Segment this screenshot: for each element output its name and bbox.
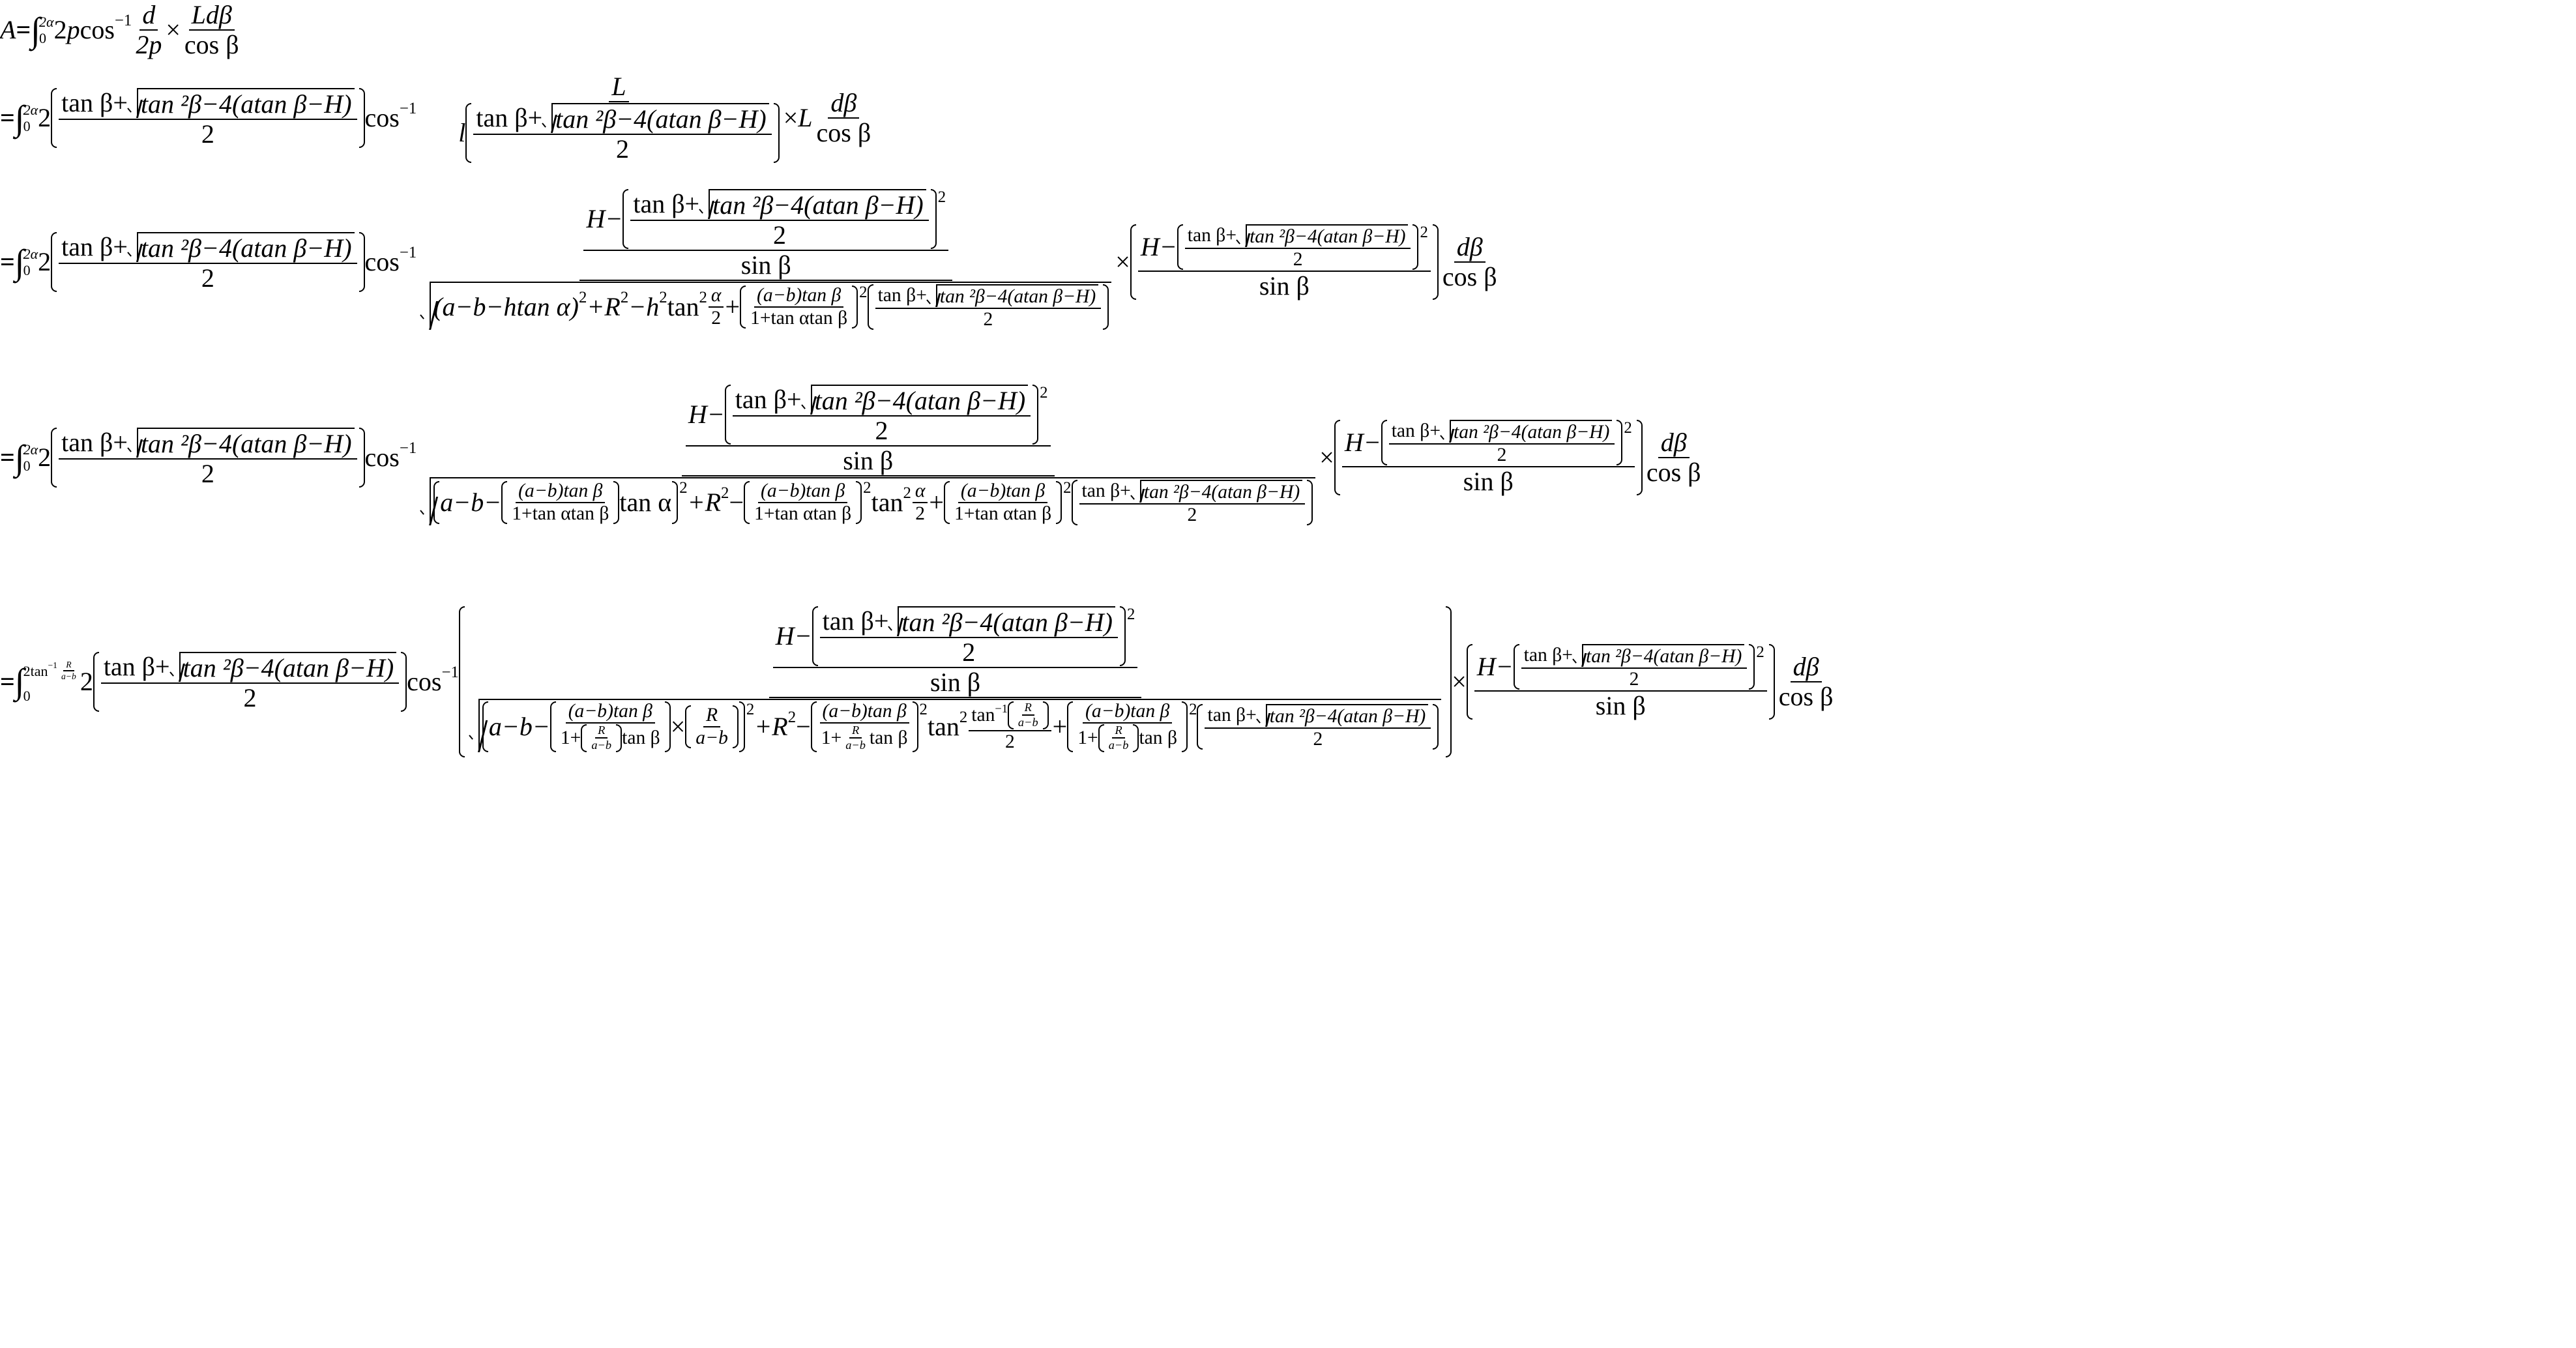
fraction-db-over-cosb: dβ cos β [816,88,871,147]
sqrt: tan ²β−4(atan β−H) [128,88,355,118]
inverse-exponent: −1 [114,12,132,30]
equals-sign: = [0,103,15,132]
fraction-Ldb-over-cosb: Ldβ cos β [184,0,239,59]
lower-limit: 0 [39,30,47,47]
coefficient: 2 [53,15,67,44]
fraction-L-over-l: L l tan β+tan ²β−4(atan β−H)2 [456,73,782,163]
var-p: p [66,15,80,44]
cos-function: cos [80,15,115,44]
paren-group: tan β+tan ²β−4(atan β−H) 2 [51,88,364,148]
upper-limit: 2α [39,13,54,30]
symbol-A: A [0,15,16,44]
root-fraction: tan β+tan ²β−4(atan β−H) 2 [59,88,357,148]
equals-sign: = [16,15,31,44]
times-sign: × [166,15,181,44]
fraction-d-over-2p: d 2p [136,0,162,59]
